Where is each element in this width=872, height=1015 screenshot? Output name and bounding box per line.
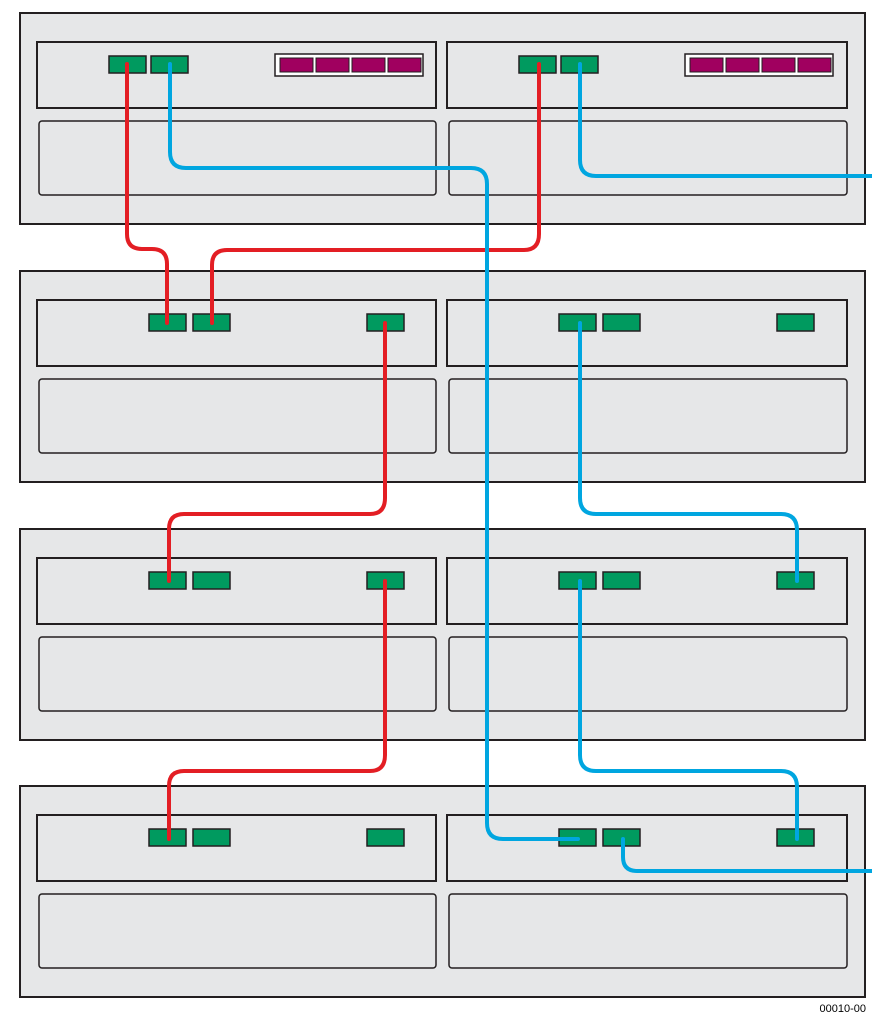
blue-cable-ctrl-b-exit: [578, 62, 872, 178]
host-port: [351, 57, 386, 73]
iom-a: [36, 814, 437, 969]
module-panel: [446, 299, 848, 367]
sas-port: [602, 571, 641, 590]
cables-layer: [125, 62, 872, 873]
controller-shelf: [19, 12, 866, 225]
sas-port: [366, 828, 405, 847]
controller-a: [36, 41, 437, 196]
blue-cable-shelf1-to-shelf2: [578, 321, 799, 583]
blue-cable-ctrl-a-to-shelf3: [168, 62, 580, 841]
drive-bay-panel: [38, 378, 437, 454]
drive-bay-panel: [448, 893, 848, 969]
iom-b: [446, 557, 848, 712]
blue-cable-shelf2-to-shelf3: [578, 579, 799, 841]
host-port: [689, 57, 724, 73]
sas-port: [776, 313, 815, 332]
red-cable-ctrl-a-to-shelf1: [125, 62, 169, 325]
host-port: [387, 57, 422, 73]
iom-b: [446, 299, 848, 454]
module-panel: [446, 557, 848, 625]
shelves-layer: [19, 12, 866, 998]
drive-bay-panel: [38, 636, 437, 712]
host-port: [315, 57, 350, 73]
module-panel: [36, 557, 437, 625]
drive-bay-panel: [448, 120, 848, 196]
module-panel: [36, 814, 437, 882]
iom-a: [36, 557, 437, 712]
drive-bay-panel: [448, 636, 848, 712]
drive-shelf-1: [19, 270, 866, 483]
red-cable-shelf2-to-shelf3: [167, 579, 387, 841]
red-cable-shelf1-to-shelf2: [167, 321, 387, 583]
sas-port: [192, 571, 231, 590]
drive-bay-panel: [38, 120, 437, 196]
host-port: [797, 57, 832, 73]
sas-port: [602, 313, 641, 332]
figure-id: 00010-00: [819, 1003, 867, 1015]
drive-shelf-3: [19, 785, 866, 998]
sas-port: [192, 828, 231, 847]
host-port: [761, 57, 796, 73]
sas-port: [558, 313, 597, 332]
red-cable-ctrl-b-to-shelf1: [210, 62, 541, 325]
sas-port: [558, 571, 597, 590]
host-port: [279, 57, 314, 73]
iom-a: [36, 299, 437, 454]
host-port: [725, 57, 760, 73]
blue-cable-shelf3-exit: [621, 837, 872, 873]
drive-shelf-2: [19, 528, 866, 741]
drive-bay-panel: [38, 893, 437, 969]
module-panel: [36, 299, 437, 367]
drive-bay-panel: [448, 378, 848, 454]
